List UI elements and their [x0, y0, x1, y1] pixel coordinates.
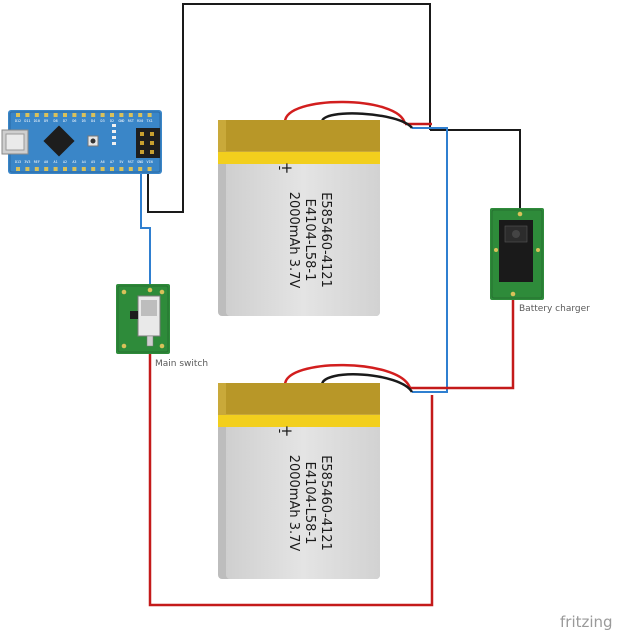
arduino-bottom-pin [147, 167, 152, 171]
arduino-bottom-pin [91, 167, 96, 171]
battery-1-spec: 2000mAh 3.7V [286, 192, 301, 289]
arduino-bottom-pin-label: A0 [44, 160, 48, 164]
arduino-top-pin [91, 113, 96, 117]
arduino-bottom-pin-label: A2 [63, 160, 67, 164]
battery-2-plus: + [278, 425, 296, 438]
arduino-bottom-pin-label: A1 [54, 160, 58, 164]
arduino-bottom-pin [72, 167, 77, 171]
arduino-bottom-pin [16, 167, 20, 171]
arduino-bottom-pin [110, 167, 114, 171]
arduino-top-pin-label: D9 [44, 119, 48, 123]
arduino-bottom-pin-label: A4 [82, 160, 86, 164]
arduino-top-pin-label: D8 [54, 119, 58, 123]
arduino-top-pin [128, 113, 133, 117]
arduino-top-pin [34, 113, 39, 117]
battery-2-model: E585460-4121 [318, 455, 333, 551]
battery-1-minus: - [272, 166, 287, 171]
arduino-bottom-pin [34, 167, 39, 171]
wire-blue-arduino-switch [140, 160, 151, 284]
arduino-bottom-pin-label: A3 [72, 160, 76, 164]
microcontroller-chip-icon [43, 125, 75, 157]
arduino-top-pin-label: D10 [34, 119, 40, 123]
battery-1-model: E585460-4121 [318, 192, 333, 288]
arduino-bottom-pin [44, 167, 49, 171]
main-switch-label: Main switch [155, 359, 208, 369]
arduino-top-pin [110, 113, 114, 117]
arduino-bottom-pin-label: 5V [119, 160, 123, 164]
battery-2: - + E585460-4121 E4104-L58-1 2000mAh 3.7… [218, 363, 414, 579]
arduino-bottom-pin [81, 167, 86, 171]
arduino-bottom-pin [53, 167, 58, 171]
arduino-top-pin [138, 113, 143, 117]
arduino-bottom-pin-label: VIN [147, 160, 153, 164]
wire-red-charger [410, 300, 515, 390]
battery-charger: Battery charger [490, 208, 590, 314]
arduino-bottom-pin-label: 3V3 [24, 160, 30, 164]
battery-1: - + E585460-4121 E4104-L58-1 2000mAh 3.7… [218, 100, 413, 316]
arduino-top-pin [53, 113, 58, 117]
arduino-bottom-pin-label: REF [34, 160, 40, 164]
arduino-top-pin [44, 113, 49, 117]
arduino-top-pin [100, 113, 105, 117]
arduino-top-pin [81, 113, 86, 117]
main-switch: Main switch [116, 284, 208, 369]
arduino-bottom-pin [128, 167, 133, 171]
arduino-top-pin [25, 113, 30, 117]
arduino-bottom-pin-label: D13 [15, 160, 21, 164]
arduino-top-pin-label: GND [118, 119, 124, 123]
battery-2-spec: 2000mAh 3.7V [286, 455, 301, 552]
wire-red-switch-return [148, 350, 434, 607]
wire-black-top-loop [147, 3, 431, 213]
arduino-top-pin-label: D4 [91, 119, 95, 123]
wires [140, 3, 521, 607]
battery-charger-label: Battery charger [519, 304, 590, 314]
arduino-bottom-pin [100, 167, 105, 171]
arduino-bottom-pin-label: A6 [101, 160, 105, 164]
arduino-top-pin-label: D12 [15, 119, 21, 123]
arduino-bottom-pin-label: A7 [110, 160, 114, 164]
arduino-top-pin-label: RST [128, 119, 134, 123]
arduino-top-pin-label: TX1 [147, 119, 153, 123]
arduino-top-pin [16, 113, 20, 117]
fritzing-logo: fritzing [560, 613, 613, 631]
arduino-top-pin [119, 113, 124, 117]
battery-1-plus: + [278, 162, 296, 175]
arduino-bottom-pin [25, 167, 30, 171]
arduino-top-pin-label: RX0 [137, 119, 143, 123]
arduino-bottom-pin [138, 167, 143, 171]
arduino-top-pin-label: D3 [101, 119, 105, 123]
wire-blue-battery-link [412, 127, 448, 393]
arduino-top-pin-label: D6 [72, 119, 76, 123]
battery-2-minus: - [272, 429, 287, 434]
battery-2-code: E4104-L58-1 [302, 462, 317, 545]
arduino-top-pin [147, 113, 152, 117]
arduino-top-pin-label: D2 [110, 119, 114, 123]
wire-black-charger [430, 129, 521, 212]
arduino-top-pin [72, 113, 77, 117]
arduino-bottom-pin-label: A5 [91, 160, 95, 164]
arduino-bottom-pin-label: RST [128, 160, 134, 164]
arduino-bottom-pin [63, 167, 67, 171]
arduino-top-pin-label: D5 [82, 119, 86, 123]
battery-1-code: E4104-L58-1 [302, 199, 317, 282]
arduino-top-pin [63, 113, 67, 117]
arduino-bottom-pin-label: GND [137, 160, 143, 164]
arduino-top-pin-label: D11 [24, 119, 30, 123]
arduino-bottom-pin [119, 167, 124, 171]
arduino-top-pin-label: D7 [63, 119, 67, 123]
